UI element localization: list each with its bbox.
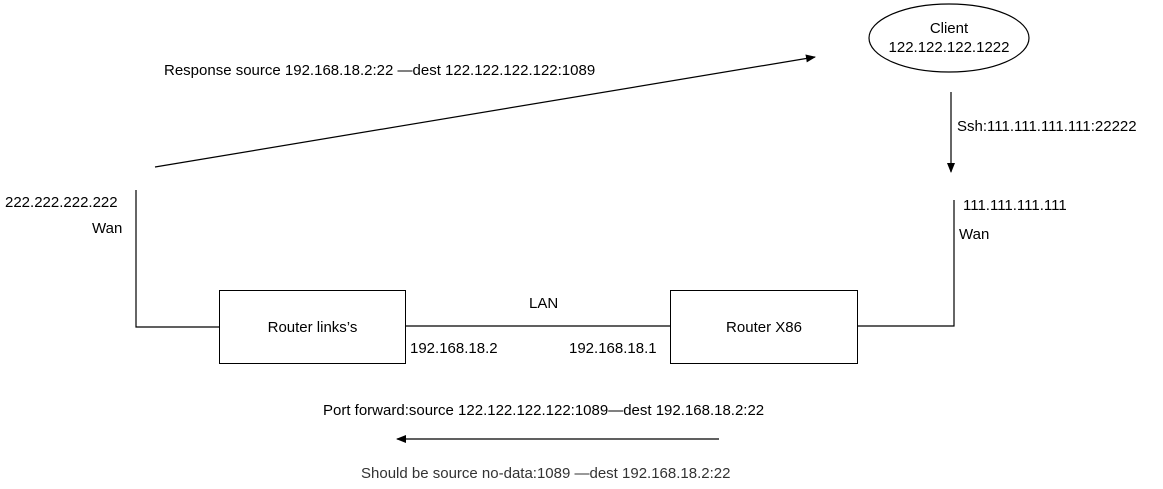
left-wan-label: Wan [92,220,123,237]
left-wan-ip: 222.222.222.222 [5,194,118,211]
router-x86-name: Router X86 [726,318,802,336]
client-ip: 122.122.122.1222 [888,39,1010,56]
right-wan-ip: 111.111.111.111 [963,197,1067,214]
right-wan-line [857,200,955,327]
client-node-shape [868,3,1030,73]
router-links-lan-ip: 192.168.18.2 [410,340,498,357]
ssh-label: Ssh:111.111.111.111:22222 [957,118,1137,135]
router-links-name: Router links’s [267,318,358,336]
right-wan-label: Wan [959,226,990,243]
router-x86-box: Router X86 [670,290,858,364]
router-x86-lan-ip: 192.168.18.1 [569,340,657,357]
port-forward-label: Port forward:source 122.122.122.122:1089… [323,402,765,419]
client-title: Client [929,20,969,37]
router-links-box: Router links’s [219,290,406,364]
should-be-label: Should be source no-data:1089 —dest 192.… [361,465,731,482]
lan-label: LAN [529,295,559,312]
response-label: Response source 192.168.18.2:22 —dest 12… [164,62,596,79]
client-node: Client 122.122.122.1222 [869,19,1029,57]
left-wan-line [135,190,219,328]
response-arrow [154,54,816,168]
